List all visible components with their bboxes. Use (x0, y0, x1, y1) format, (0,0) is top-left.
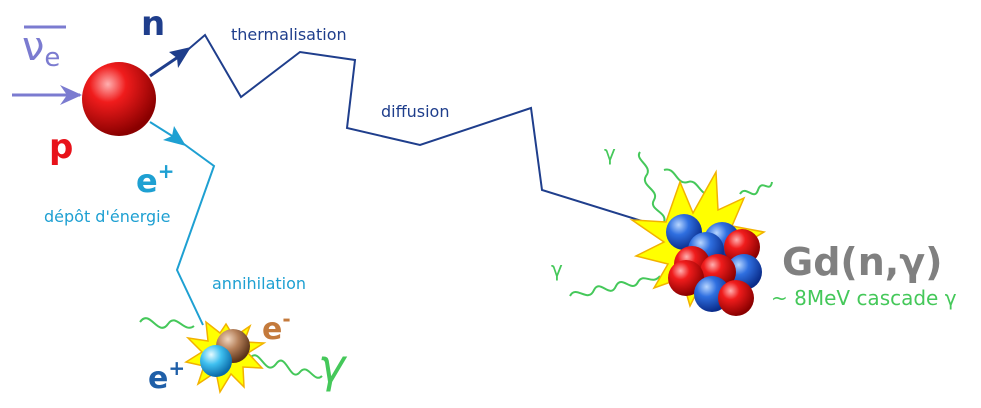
gd-gamma-label-2: γ (551, 257, 563, 281)
gd-cascade-label: ~ 8MeV cascade γ (771, 286, 957, 310)
proton-sphere (82, 62, 156, 136)
annihilation-positron-symbol: e (148, 361, 168, 396)
gd-reaction-label: Gd(n,γ) (782, 240, 943, 284)
gd-gamma-top-right (739, 181, 773, 196)
gd-gamma-label-1: γ (604, 141, 616, 165)
antineutrino-group: νe (12, 24, 82, 105)
annihilation-gamma-right (249, 354, 323, 379)
positron-sphere (200, 345, 232, 377)
annihilation-positron-superscript: + (168, 356, 185, 380)
annihilation-label: annihilation (212, 274, 306, 293)
annihilation-positron-label: e+ (148, 356, 185, 396)
positron-track (175, 138, 216, 326)
gd-capture-group: γ γ Gd(n,γ) ~ 8MeV cascade γ (551, 141, 957, 316)
gd-nucleon-10 (718, 280, 754, 316)
gd-gamma-left (569, 275, 661, 297)
electron-label: e- (262, 307, 291, 347)
neutron-label: n (141, 4, 165, 44)
gd-gamma-top (663, 168, 713, 196)
annihilation-gamma-left (139, 317, 195, 329)
positron-symbol: e (136, 162, 158, 200)
energy-deposit-label: dépôt d'énergie (44, 207, 170, 226)
antineutrino-arrow-head (60, 85, 82, 105)
positron-label: e+ (136, 159, 174, 200)
proton-label: p (49, 127, 73, 167)
positron-group: e+ dépôt d'énergie annihilation (44, 121, 306, 326)
antineutrino-label: νe (22, 24, 60, 73)
electron-superscript: - (282, 307, 290, 331)
proton-group: p (49, 62, 156, 167)
antineutrino-symbol: ν (22, 24, 44, 70)
positron-superscript: + (158, 159, 175, 183)
gamma-big-label: γ (318, 339, 348, 393)
annihilation-group: e- e+ γ (139, 307, 348, 396)
antineutrino-subscript: e (44, 43, 60, 73)
diffusion-label: diffusion (381, 102, 449, 121)
electron-symbol: e (262, 312, 282, 347)
thermalisation-label: thermalisation (231, 25, 347, 44)
neutron-group: n thermalisation diffusion (141, 4, 646, 223)
gd-nucleon-8 (668, 260, 704, 296)
neutron-random-walk (183, 33, 646, 223)
